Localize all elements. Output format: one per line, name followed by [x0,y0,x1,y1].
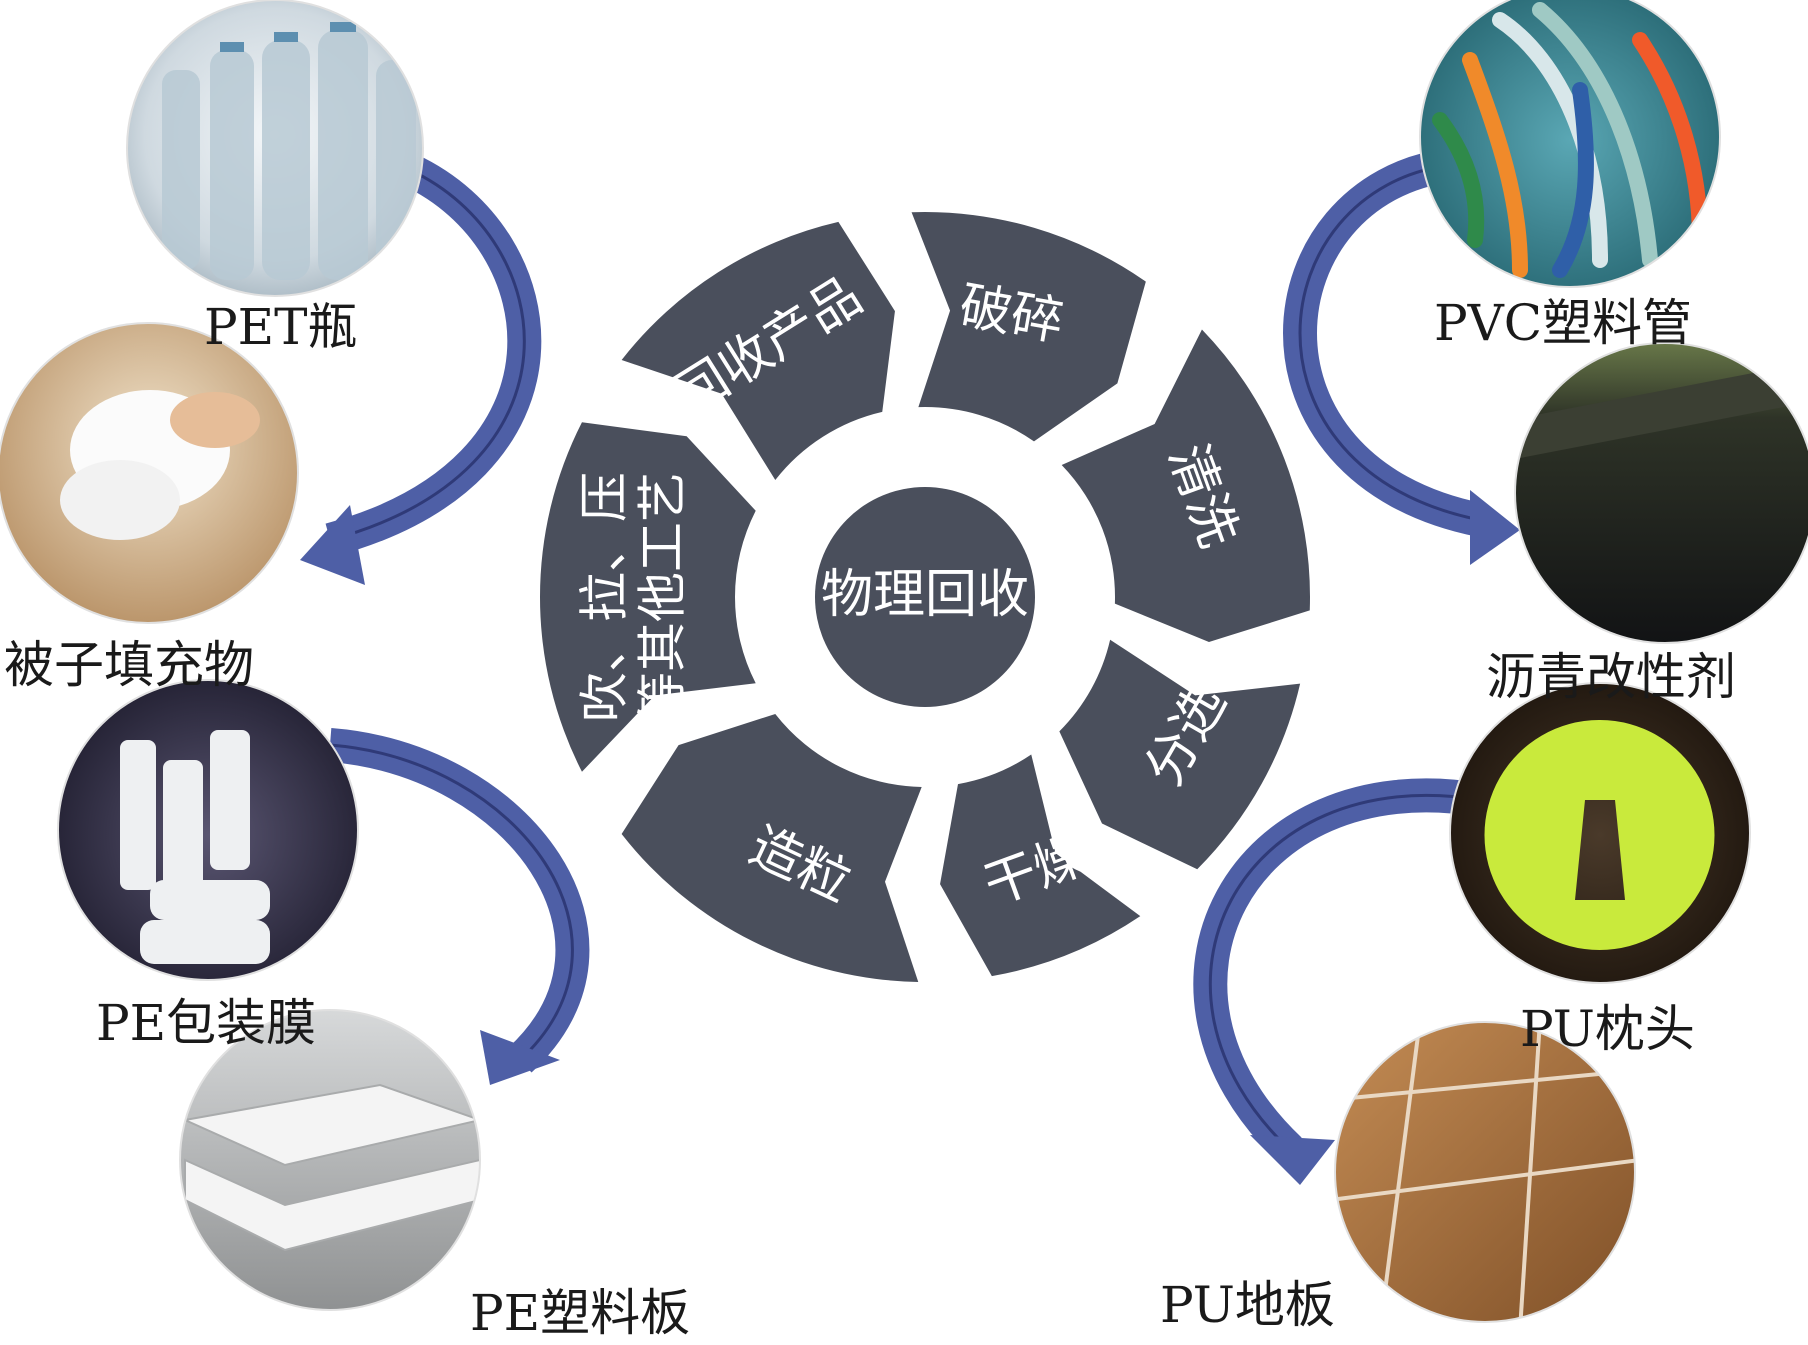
caption-pu-pillow: PU枕头 [1520,1000,1695,1058]
caption-pe-film: PE包装膜 [96,994,317,1052]
center-label: 物理回收 [821,565,1029,625]
arrow-pet-to-quilt-edge [329,168,526,542]
ring-segment-step-sorting [1059,639,1301,870]
ring-segment-step-washing [1061,329,1311,642]
arrow-pe-film-to-board-head [480,1030,560,1085]
caption-pe-board: PE塑料板 [470,1284,691,1342]
caption-quilt-filling: 被子填充物 [4,636,254,694]
ring-segment-step-drying [940,754,1141,977]
ring-label-step-forming-line1: 吹、拉、压 [576,472,634,722]
arrow-pe-film-to-board [328,728,590,1073]
arrow-pillow-to-floor-edge [1208,793,1481,1152]
ring-segment-step-pelletizing [621,713,922,982]
arrow-pe-film-to-board-edge [329,743,574,1062]
arrow-pvc-to-asphalt-edge [1298,163,1481,522]
photo-pet-bottle [127,0,423,296]
ring-segment-step-recycled-products [621,221,895,481]
arrows [300,148,1520,1185]
photo-pu-floor [1335,1022,1635,1322]
caption-pvc-pipe: PVC塑料管 [1434,294,1693,352]
caption-pet-bottle: PET瓶 [204,298,358,356]
photo-pu-pillow [1450,683,1750,983]
photo-asphalt [1515,343,1808,643]
arrow-pillow-to-floor-head [1250,1135,1335,1185]
arrow-pet-to-quilt-head [300,505,365,585]
photo-pe-board [180,1010,480,1310]
photo-pvc-pipe [1420,0,1720,287]
photo-quilt-filling [0,323,298,623]
ring-segment-step-forming [540,422,756,772]
ring-label-step-forming-line2: 等其他工艺 [634,472,692,722]
photo-pe-film [58,680,358,980]
center-hub [815,487,1035,707]
ring-segment-step-crushing [911,212,1146,442]
caption-pu-floor: PU地板 [1160,1276,1335,1334]
caption-asphalt-modifier: 沥青改性剂 [1486,648,1736,706]
process-ring: 回收产品破碎清洗分选干燥造粒吹、拉、压等其他工艺 [540,212,1311,982]
arrow-pvc-to-asphalt-head [1470,490,1520,565]
